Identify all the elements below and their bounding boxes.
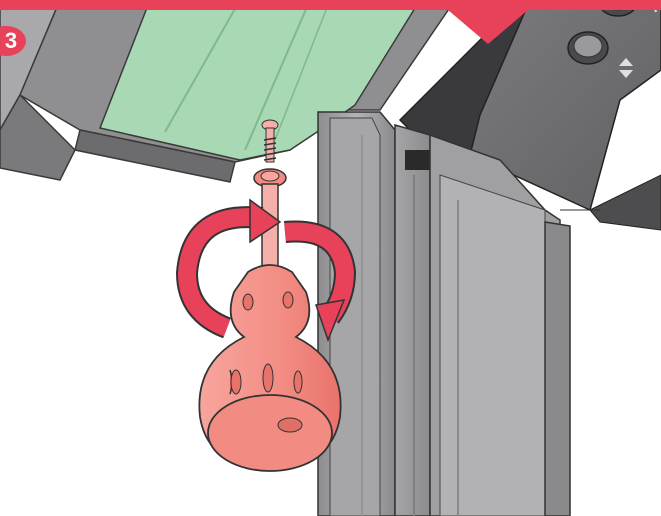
control-button-icon xyxy=(568,32,608,64)
